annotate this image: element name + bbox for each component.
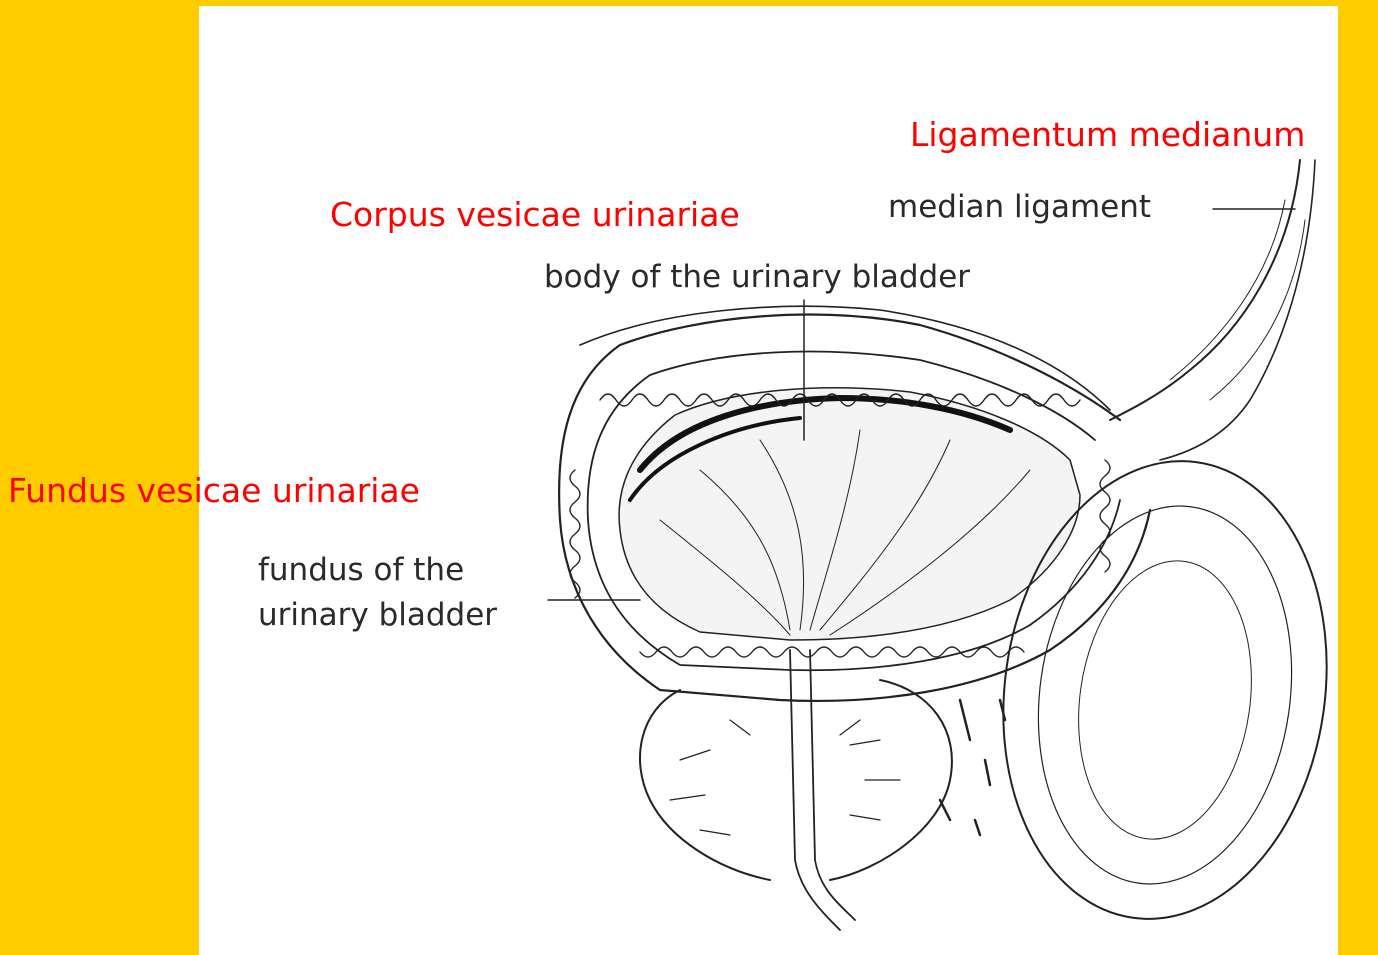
fundus-label-line1: fundus of the (258, 548, 558, 593)
bladder-lumen (619, 388, 1080, 640)
urethra (790, 650, 855, 930)
ligamentum-medianum-label: Ligamentum medianum (910, 118, 1305, 151)
median-ligament-label: median ligament (888, 192, 1151, 223)
fundus-label-line2: urinary bladder (258, 593, 558, 638)
fundus-vesicae-label: Fundus vesicae urinariae (8, 474, 420, 507)
corpus-vesicae-label: Corpus vesicae urinariae (330, 198, 740, 231)
prostate (640, 680, 952, 880)
fundus-of-bladder-label: fundus of the urinary bladder (258, 548, 558, 638)
body-of-bladder-label: body of the urinary bladder (544, 262, 970, 293)
